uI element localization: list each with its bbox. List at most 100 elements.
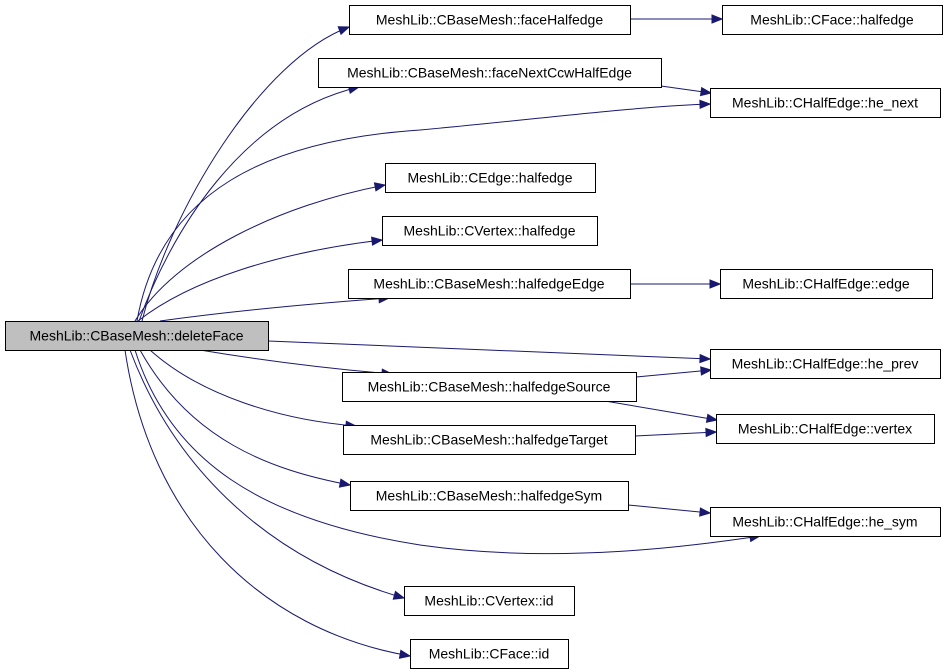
node-label: MeshLib::CHalfEdge::vertex [738,421,912,437]
node-vertex_id[interactable]: MeshLib::CVertex::id [404,586,575,616]
arrowhead [338,478,352,488]
arrowhead [371,236,384,246]
node-box[interactable] [720,269,933,299]
node-bm_halfedgeTarget[interactable]: MeshLib::CBaseMesh::halfedgeTarget [343,425,636,455]
edge-line [604,400,718,421]
arrowhead [699,99,712,110]
node-label: MeshLib::CHalfEdge::he_prev [732,356,919,372]
node-label: MeshLib::CFace::id [429,646,550,662]
arrowhead [398,649,412,659]
arrowhead [699,507,712,517]
node-box[interactable] [710,507,941,537]
node-box[interactable] [348,269,631,299]
arrowhead [699,353,712,364]
edge-line [141,26,350,322]
edge-line [138,86,360,322]
edge-line [134,184,386,322]
edge-line [134,349,761,555]
root-node-box[interactable] [5,321,269,351]
edges-layer [124,14,762,659]
edge-line [137,239,383,322]
node-label: MeshLib::CBaseMesh::halfedgeEdge [373,276,604,292]
edge-root-to-bm_faceNextCcw [138,84,361,322]
node-label: MeshLib::CHalfEdge::he_sym [732,514,917,530]
node-label: MeshLib::CVertex::id [424,593,553,609]
node-label: MeshLib::CHalfEdge::edge [742,276,910,292]
node-bm_faceNextCcw[interactable]: MeshLib::CBaseMesh::faceNextCcwHalfEdge [318,58,662,88]
node-face_halfedge[interactable]: MeshLib::CFace::halfedge [722,5,943,35]
nodes-layer: MeshLib::CBaseMesh::deleteFaceMeshLib::C… [5,5,943,669]
node-label: MeshLib::CBaseMesh::faceNextCcwHalfEdge [347,65,632,81]
edge-root-to-edge_halfedge [134,182,387,322]
node-he_edge[interactable]: MeshLib::CHalfEdge::edge [720,269,933,299]
node-label: MeshLib::CBaseMesh::halfedgeSym [376,488,602,504]
edge-root-to-face_id [124,349,412,659]
edge-bm_halfedgeTarget-to-he_vertex [634,427,718,438]
edge-root-to-he_next [136,99,712,322]
node-box[interactable] [349,5,631,35]
arrowhead [700,366,713,376]
node-vertex_halfedge[interactable]: MeshLib::CVertex::halfedge [382,216,598,246]
edge-line [267,340,711,360]
node-face_id[interactable]: MeshLib::CFace::id [410,639,569,669]
edge-root-to-vertex_id [129,349,406,600]
node-label: MeshLib::CEdge::halfedge [408,170,573,186]
node-bm_halfedgeSource[interactable]: MeshLib::CBaseMesh::halfedgeSource [342,372,637,402]
edge-root-to-bm_halfedgeSym [139,349,352,488]
node-box[interactable] [382,216,598,246]
arrowhead [337,26,351,36]
arrowhead [711,14,724,24]
edge-bm_halfedgeSource-to-he_prev [635,366,713,378]
edge-bm_halfedgeSource-to-he_vertex [604,400,719,423]
edge-line [149,349,357,427]
edge-line [159,297,390,322]
arrowhead [699,86,713,97]
edge-bm_halfedgeSym-to-he_sym [627,504,712,517]
node-he_sym[interactable]: MeshLib::CHalfEdge::he_sym [710,507,941,537]
edge-line [139,349,351,486]
node-label: MeshLib::CBaseMesh::deleteFace [30,328,244,344]
node-he_next[interactable]: MeshLib::CHalfEdge::he_next [710,88,941,118]
node-he_vertex[interactable]: MeshLib::CHalfEdge::vertex [716,414,935,444]
node-edge_halfedge[interactable]: MeshLib::CEdge::halfedge [385,163,596,193]
arrowhead [705,427,718,438]
arrowhead [709,279,722,289]
arrowhead [392,590,406,600]
edge-root-to-bm_faceHalfedge [141,26,351,322]
node-box[interactable] [350,481,629,511]
node-bm_faceHalfedge[interactable]: MeshLib::CBaseMesh::faceHalfedge [349,5,631,35]
node-root[interactable]: MeshLib::CBaseMesh::deleteFace [5,321,269,351]
node-box[interactable] [318,58,662,88]
node-box[interactable] [404,586,575,616]
edge-line [627,504,711,514]
node-box[interactable] [710,88,941,118]
edge-bm_faceHalfedge-to-face_halfedge [630,14,724,24]
edge-line [136,103,711,322]
arrowhead [705,413,719,423]
node-box[interactable] [710,349,941,379]
node-label: MeshLib::CFace::halfedge [750,12,914,28]
node-box[interactable] [343,425,636,455]
edge-root-to-he_prev [267,340,712,364]
node-bm_halfedgeEdge[interactable]: MeshLib::CBaseMesh::halfedgeEdge [348,269,631,299]
node-label: MeshLib::CHalfEdge::he_next [732,95,918,111]
node-bm_halfedgeSym[interactable]: MeshLib::CBaseMesh::halfedgeSym [350,481,629,511]
edge-bm_faceNextCcw-to-he_next [660,85,713,97]
node-box[interactable] [342,372,637,402]
edge-line [124,349,411,657]
edge-line [635,369,712,378]
node-label: MeshLib::CVertex::halfedge [404,223,576,239]
node-label: MeshLib::CBaseMesh::halfedgeSource [368,379,611,395]
edge-line [634,431,717,437]
node-box[interactable] [410,639,569,669]
node-box[interactable] [385,163,596,193]
edge-root-to-vertex_halfedge [137,236,384,322]
edge-bm_halfedgeEdge-to-he_edge [630,279,722,289]
edge-line [129,349,405,599]
node-label: MeshLib::CBaseMesh::faceHalfedge [376,12,603,28]
node-box[interactable] [716,414,935,444]
node-box[interactable] [722,5,943,35]
edge-line [199,349,393,375]
node-he_prev[interactable]: MeshLib::CHalfEdge::he_prev [710,349,941,379]
